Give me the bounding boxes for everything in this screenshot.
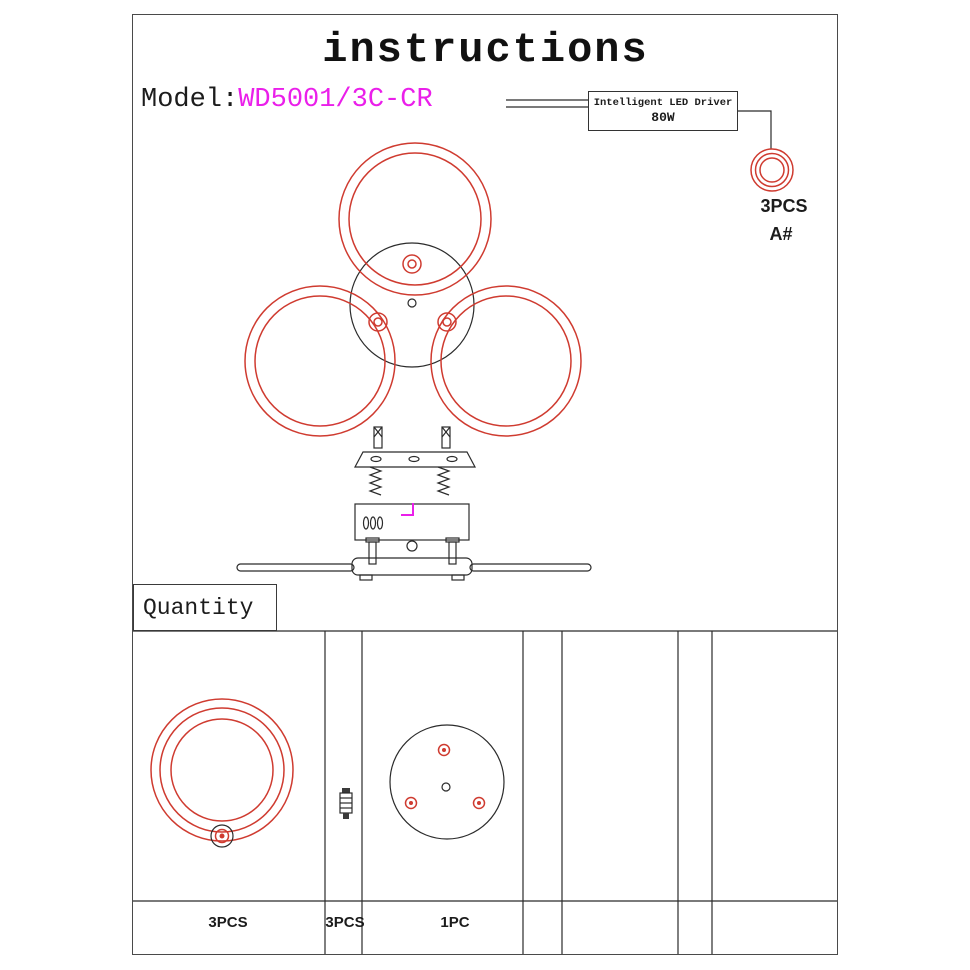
page-title: instructions bbox=[322, 26, 649, 74]
ring-left bbox=[244, 285, 396, 437]
center-hole bbox=[407, 298, 417, 308]
canopy-side-view bbox=[236, 557, 592, 581]
parts-table-grid bbox=[133, 630, 837, 954]
part-screw-post bbox=[339, 788, 353, 819]
quantity-header: Quantity bbox=[133, 584, 277, 631]
model-line: Model:WD5001/3C-CR bbox=[141, 85, 433, 115]
model-label: Model: bbox=[141, 85, 239, 115]
page-border bbox=[132, 14, 838, 955]
mounting-bracket bbox=[354, 451, 476, 468]
ring-right bbox=[430, 285, 582, 437]
spare-ring-code: A# bbox=[769, 224, 793, 244]
model-value: WD5001/3C-CR bbox=[238, 85, 433, 115]
led-driver-box: Intelligent LED Driver 80W bbox=[588, 91, 738, 131]
part-ceiling-canopy bbox=[389, 724, 505, 840]
exploded-assembly bbox=[236, 426, 592, 581]
part-light-ring bbox=[150, 698, 294, 848]
driver-wattage: 80W bbox=[651, 110, 675, 125]
canopy-bolts bbox=[365, 537, 460, 565]
spare-ring bbox=[750, 148, 794, 192]
junction-box bbox=[354, 503, 470, 552]
wall-anchors bbox=[373, 426, 451, 449]
ring-top bbox=[338, 142, 492, 296]
ring-grommets bbox=[368, 254, 457, 332]
spare-ring-qty: 3PCS bbox=[760, 196, 808, 216]
fixture-top-view bbox=[244, 142, 582, 437]
ring-qty-label: 3PCS bbox=[208, 914, 248, 931]
quantity-label: Quantity bbox=[143, 594, 254, 621]
driver-wires bbox=[506, 99, 772, 149]
screw-qty-label: 3PCS bbox=[325, 914, 365, 931]
magenta-mark bbox=[401, 503, 414, 516]
canopy-qty-label: 1PC bbox=[440, 914, 470, 931]
driver-title: Intelligent LED Driver bbox=[593, 97, 733, 109]
mounting-screws bbox=[368, 466, 451, 496]
